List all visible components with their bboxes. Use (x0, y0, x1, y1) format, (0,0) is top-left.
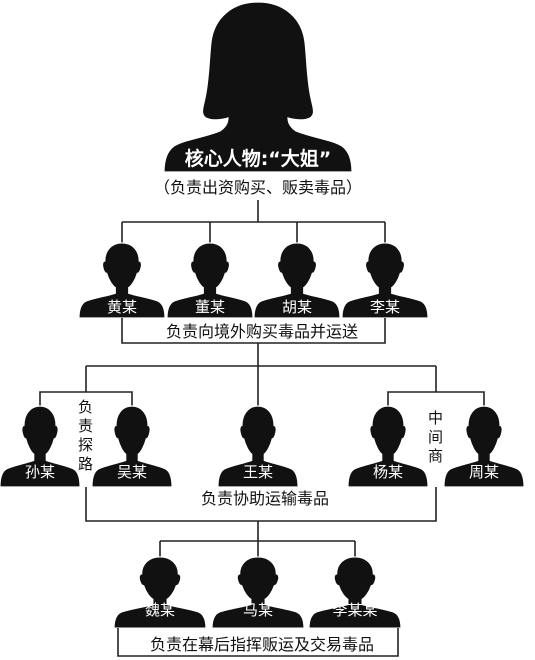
member-name: 周某 (469, 463, 499, 481)
core-name-label: 核心人物:“大姐” (185, 147, 332, 170)
tier1-member: 黄某 (79, 242, 165, 318)
connector-lines (39, 200, 485, 657)
tier2-role-text: 负责协助运输毒品 (201, 489, 329, 508)
female-silhouette-icon (163, 1, 353, 173)
member-name: 王某 (243, 463, 273, 481)
member-name: 马某 (243, 601, 273, 619)
scouts-role-text: 负责探路 (76, 399, 94, 475)
member-name: 李某 (370, 298, 400, 316)
member-name: 胡某 (282, 298, 312, 316)
tier3-member: 马某 (212, 556, 304, 628)
middlemen-role-text: 中间商 (426, 410, 444, 467)
tier1-role-text: 负责向境外购买毒品并运送 (166, 322, 358, 341)
tier3-member: 李某某 (309, 556, 401, 628)
core-role-text: （负责出资购买、贩卖毒品） (154, 178, 362, 197)
member-name: 杨某 (373, 463, 403, 481)
tier1-member: 胡某 (254, 242, 340, 318)
core-figure: 核心人物:“大姐” (163, 1, 353, 173)
member-name: 董某 (195, 298, 225, 316)
member-name: 黄某 (107, 298, 137, 316)
tier2-scout: 孙某 (0, 405, 80, 487)
tier2-middleman: 杨某 (348, 405, 428, 487)
tier3-role-text: 负责在幕后指挥贩运及交易毒品 (150, 635, 374, 654)
tier3-member: 魏某 (114, 556, 206, 628)
member-name: 孙某 (25, 463, 55, 481)
tier1-member: 董某 (167, 242, 253, 318)
tier2-center: 王某 (218, 405, 298, 487)
tier2-middleman: 周某 (444, 405, 524, 487)
tier2-scout: 吴某 (92, 405, 172, 487)
member-name: 吴某 (117, 463, 147, 481)
member-name: 李某某 (332, 601, 377, 619)
tier1-member: 李某 (342, 242, 428, 318)
member-name: 魏某 (145, 601, 175, 619)
